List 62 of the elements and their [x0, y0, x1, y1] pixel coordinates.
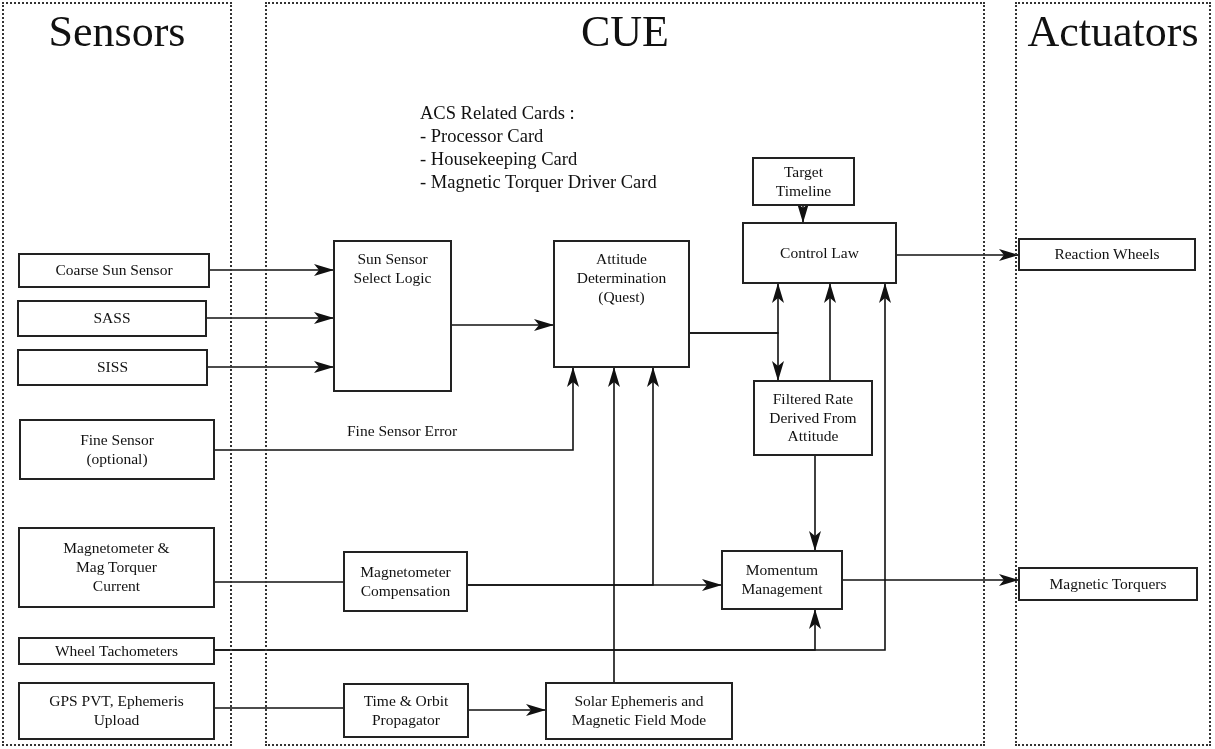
- arrow: [451, 319, 554, 331]
- connector-line: [214, 581, 344, 583]
- process-box: [17, 349, 208, 386]
- box-text: SISS: [97, 358, 128, 377]
- arrow: [207, 361, 334, 373]
- process-box: [18, 253, 210, 288]
- arrow: [209, 264, 334, 276]
- process-box: [742, 222, 897, 284]
- connector-line: [214, 707, 344, 709]
- process-box: [1018, 238, 1196, 271]
- box-text: Wheel Tachometers: [55, 641, 178, 661]
- arrow: [896, 249, 1019, 261]
- box-text: Momentum Management: [740, 561, 824, 599]
- process-box: [553, 240, 690, 368]
- box-text: Magnetic Torquers: [1049, 574, 1167, 594]
- box-text: Sun Sensor Select Logic: [352, 250, 433, 288]
- process-box: [17, 300, 207, 337]
- box-text: Magnetometer Compensation: [359, 562, 452, 601]
- box-text: Reaction Wheels: [1054, 245, 1160, 264]
- arrow: [467, 367, 659, 586]
- box-text: Target Timeline: [774, 162, 833, 201]
- process-box: [343, 683, 469, 738]
- box-text: Control Law: [780, 243, 859, 263]
- process-box: [545, 682, 733, 740]
- dotted-panel: [1015, 2, 1211, 746]
- process-box: [18, 682, 215, 740]
- box-text: Magnetometer & Mag Torquer Current: [62, 539, 171, 596]
- list-item: - Processor Card: [420, 125, 544, 148]
- box-text: Filtered Rate Derived From Attitude: [768, 389, 858, 447]
- arrow: [214, 367, 579, 451]
- arrow: [824, 283, 836, 381]
- process-box: [18, 637, 215, 665]
- arrow: [608, 367, 620, 683]
- box-text: Solar Ephemeris and Magnetic Field Mode: [570, 692, 708, 730]
- process-box: [333, 240, 452, 392]
- process-box: [343, 551, 468, 612]
- arrow: [468, 704, 546, 716]
- box-text: GPS PVT, Ephemeris Upload: [48, 692, 185, 730]
- arrow: [214, 283, 891, 651]
- arrow: [206, 312, 334, 324]
- box-text: Coarse Sun Sensor: [55, 261, 173, 280]
- process-box: [1018, 567, 1198, 601]
- panel-heading: Actuators: [1026, 8, 1200, 57]
- process-box: [18, 527, 215, 608]
- box-text: Attitude Determination (Quest): [575, 250, 668, 307]
- process-box: [19, 419, 215, 480]
- arrow: [689, 332, 784, 381]
- arrow: [842, 574, 1019, 586]
- process-box: [721, 550, 843, 610]
- process-box: [753, 380, 873, 456]
- box-text: SASS: [93, 309, 131, 328]
- panel-heading: Sensors: [47, 8, 187, 57]
- box-text: Time & Orbit Propagator: [362, 691, 450, 730]
- list-item: - Housekeeping Card: [420, 148, 578, 171]
- list-heading: ACS Related Cards :: [420, 102, 575, 125]
- dotted-panel: [265, 2, 985, 746]
- panel-heading: CUE: [580, 8, 670, 57]
- box-text: Fine Sensor (optional): [79, 430, 155, 469]
- list-item: - Magnetic Torquer Driver Card: [420, 171, 657, 194]
- arrow: [809, 455, 821, 551]
- process-box: [752, 157, 855, 206]
- dotted-panel: [2, 2, 232, 746]
